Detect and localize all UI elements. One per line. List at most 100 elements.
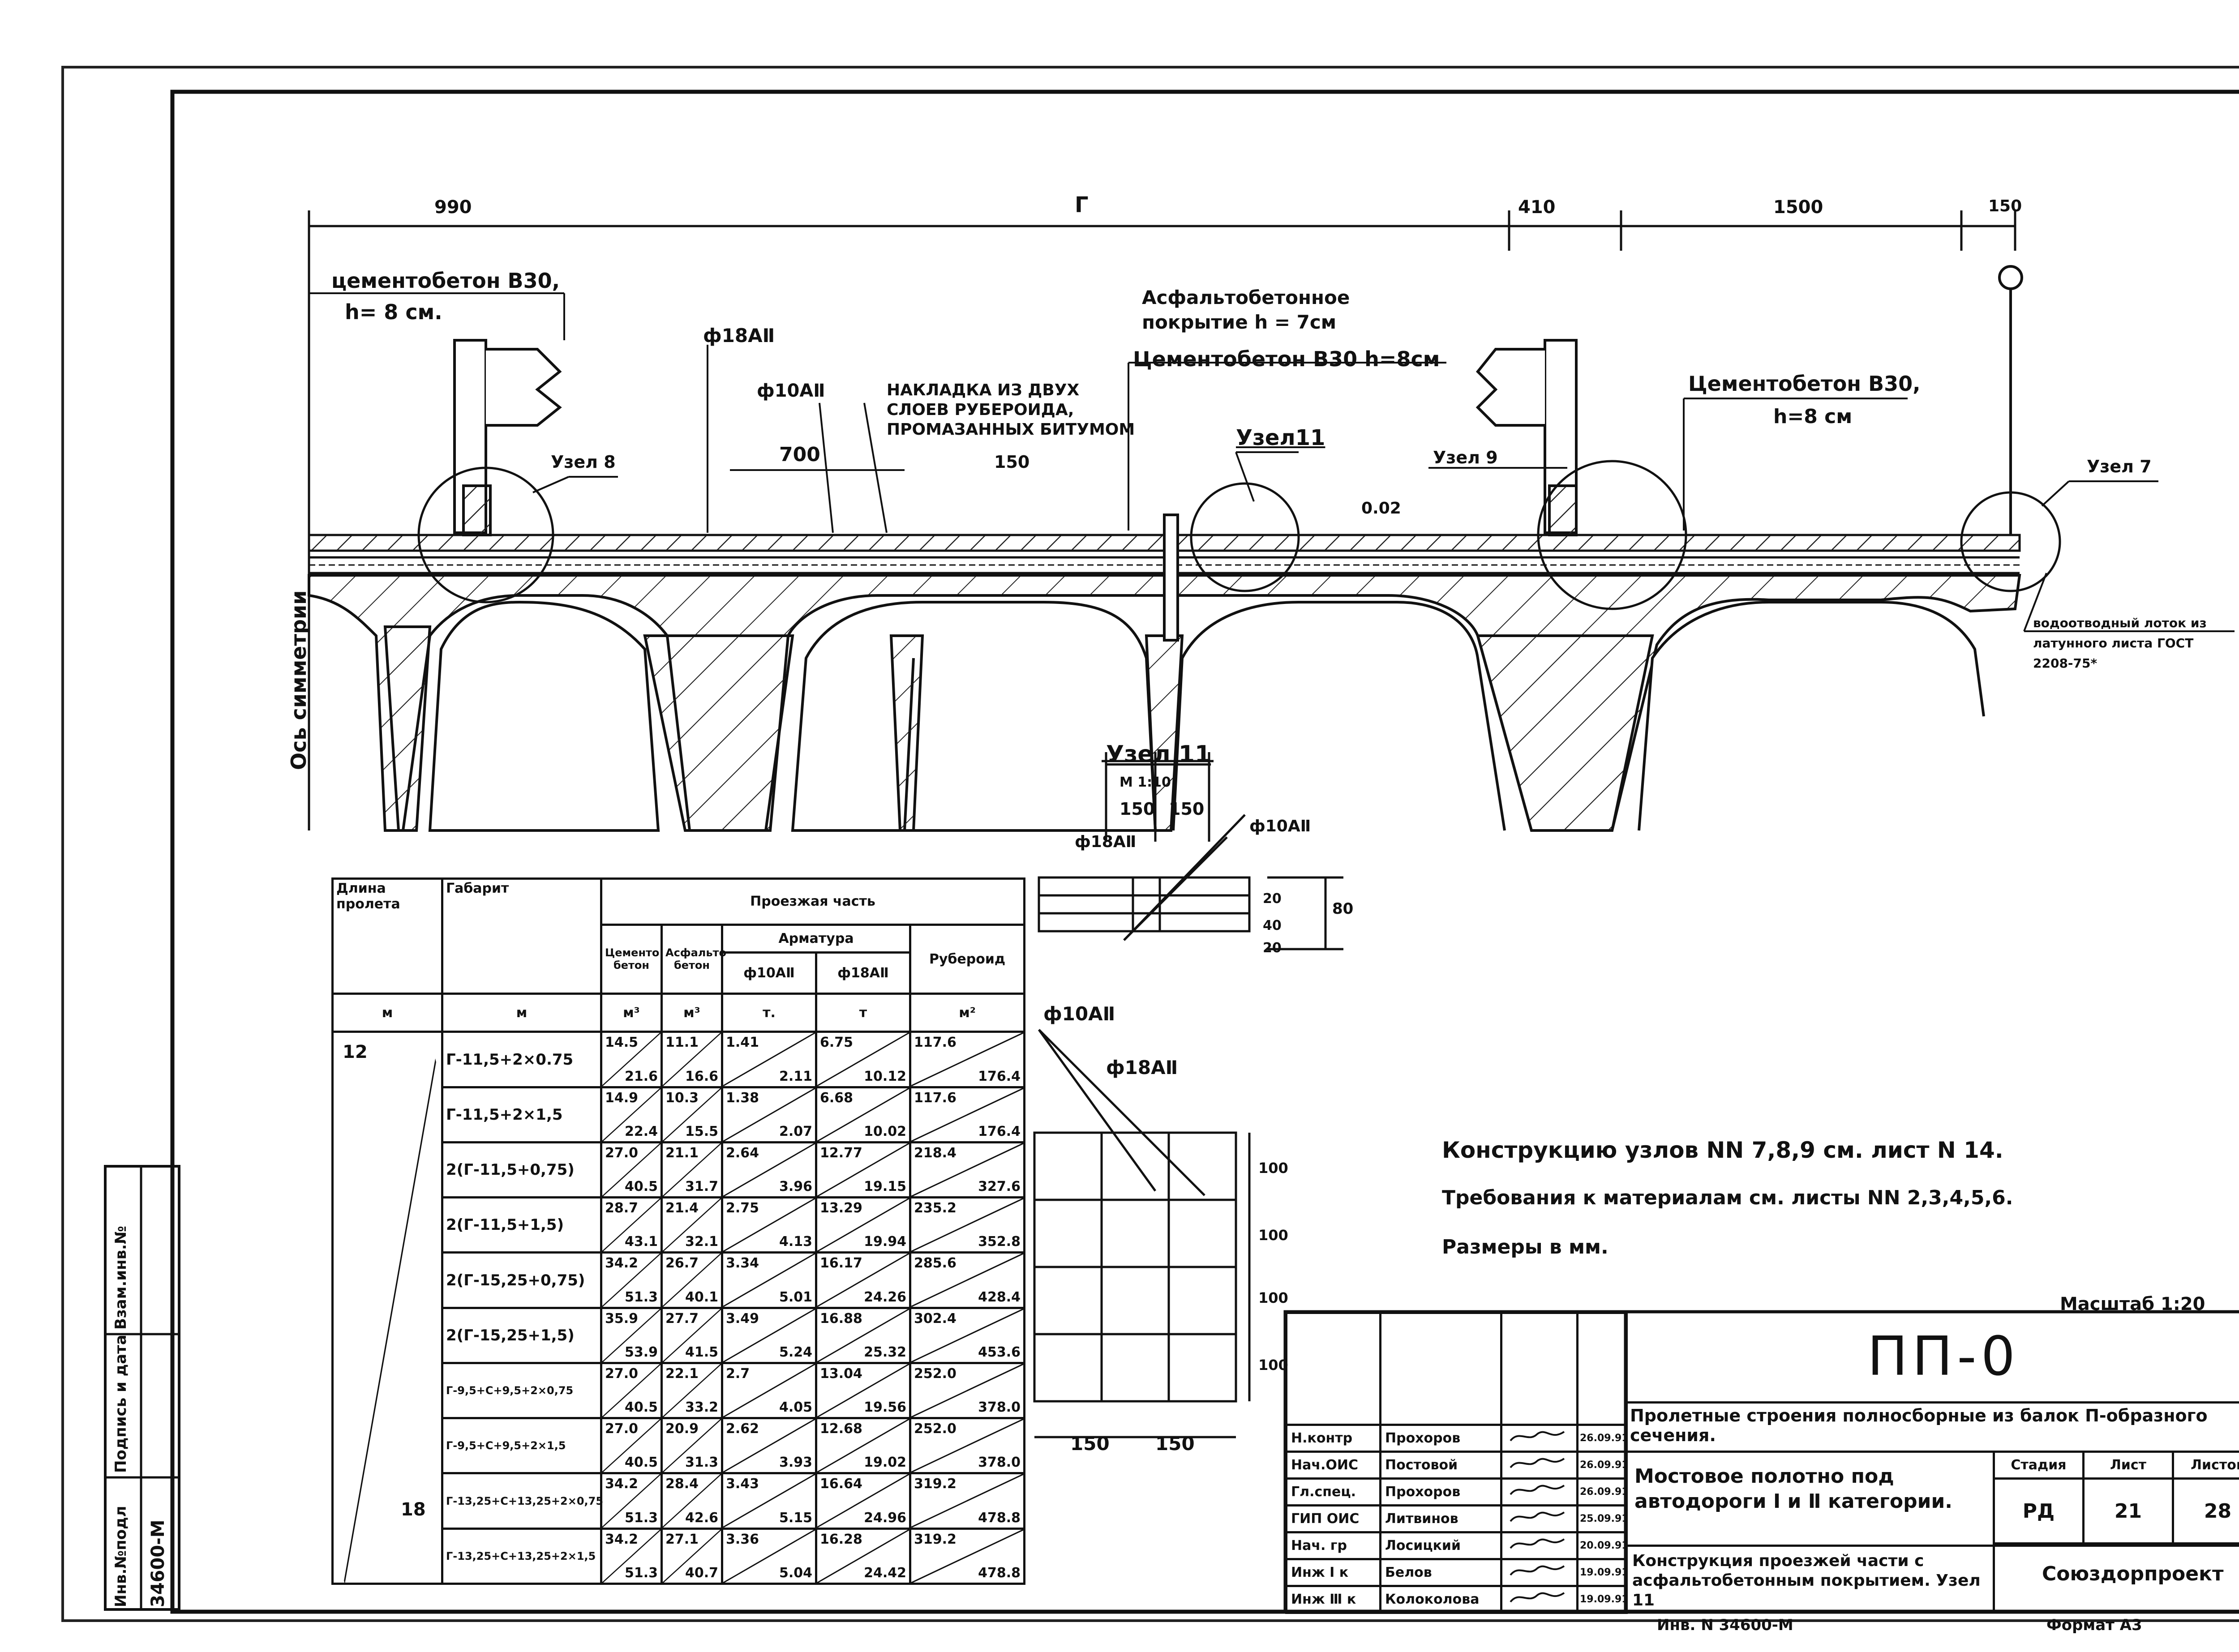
titleblock-blank-cell (1576, 1312, 1628, 1426)
mesh-v100a: 100 (1258, 1160, 1288, 1177)
value-length-12: 3.43 (726, 1476, 759, 1492)
name-cell: Прохоров (1379, 1424, 1502, 1453)
value-length-12: 2.75 (726, 1200, 759, 1216)
value-length-18: 3.93 (779, 1455, 812, 1471)
cementobeton-right-height: h=8 см (1773, 405, 1853, 428)
value-length-18: 5.04 (779, 1565, 812, 1581)
date-cell: 26.09.91 (1576, 1451, 1628, 1480)
asphalt-label-2: покрытие h = 7см (1142, 311, 1337, 333)
role-cell: Инж Ⅰ к (1285, 1558, 1381, 1587)
cementobeton-left-height: h= 8 см. (345, 300, 442, 324)
value-length-18: 51.3 (624, 1565, 658, 1581)
value-length-18: 5.15 (779, 1510, 812, 1526)
th-gabarit: Габарит (441, 877, 602, 995)
value-length-18: 53.9 (624, 1344, 658, 1360)
axis-of-symmetry-label: Ось симметрии (287, 590, 311, 770)
format-label: Формат A3 (2046, 1616, 2142, 1634)
date-cell: 25.09.91 (1576, 1504, 1628, 1533)
value-length-18: 378.0 (978, 1399, 1021, 1416)
value-length-12: 319.2 (914, 1531, 957, 1547)
detail-d10: ф10AⅡ (1249, 817, 1311, 835)
value-length-12: 16.17 (820, 1255, 862, 1271)
mesh-d10: ф10AⅡ (1043, 1003, 1115, 1025)
signature-cell (1500, 1424, 1578, 1453)
mesh-h150a: 150 (1070, 1433, 1110, 1455)
date-cell: 20.09.91 (1576, 1531, 1628, 1560)
value-length-18: 3.96 (779, 1179, 812, 1195)
signature-mark (1510, 1565, 1565, 1576)
unit-f18: т (815, 992, 911, 1033)
dim-150-small: 150 (994, 452, 1030, 472)
value-length-18: 327.6 (978, 1179, 1021, 1195)
signature-mark (1510, 1592, 1565, 1603)
value-pair-cell: 34.2 51.3 (600, 1527, 663, 1585)
detail-h40: 40 (1263, 918, 1282, 933)
value-length-12: 3.36 (726, 1531, 759, 1547)
th-ruberoid: Рубероид (909, 923, 1026, 995)
value-length-18: 4.05 (779, 1399, 812, 1416)
gabarit-cell: Г-11,5+2×1,5 (441, 1086, 602, 1143)
mesh-v100b: 100 (1258, 1227, 1288, 1244)
value-length-12: 2.7 (726, 1365, 750, 1382)
organization-name: Союздорпроект (2042, 1562, 2224, 1585)
value-length-12: 28.4 (665, 1476, 699, 1492)
detail-dim-b: 150 (1169, 799, 1205, 819)
value-length-12: 34.2 (605, 1531, 639, 1547)
value-length-18: 42.6 (685, 1510, 718, 1526)
value-length-18: 41.5 (685, 1344, 718, 1360)
signature-mark (1510, 1485, 1565, 1495)
unit-cem: м³ (600, 992, 663, 1033)
value-length-12: 28.7 (605, 1200, 639, 1216)
role-cell: Нач.ОИС (1285, 1451, 1381, 1480)
value-length-12: 13.04 (820, 1365, 862, 1382)
date-cell: 26.09.91 (1576, 1424, 1628, 1453)
value-pair-cell: 3.36 5.04 (721, 1527, 817, 1585)
name-cell: Постовой (1379, 1451, 1502, 1480)
document-code: ПП-0 (1867, 1325, 2020, 1388)
sheets-value: 28 (2172, 1477, 2239, 1545)
titleblock-code-cell: ПП-0 (1626, 1312, 2239, 1404)
uzel-9-label: Узел 9 (1433, 448, 1498, 467)
dim-g: Г (1075, 193, 1089, 218)
role-cell: Гл.спец. (1285, 1477, 1381, 1506)
value-length-18: 40.7 (685, 1565, 718, 1581)
role-cell: Н.контр (1285, 1424, 1381, 1453)
titleblock-blank-cell (1379, 1312, 1502, 1426)
detail-d18: ф18AⅡ (1075, 833, 1137, 851)
value-length-18: 15.5 (685, 1123, 718, 1139)
value-length-18: 24.42 (864, 1565, 906, 1581)
value-length-18: 40.5 (624, 1399, 658, 1416)
role-cell: Нач. гр (1285, 1531, 1381, 1560)
stamp-inv-label: Инв.№подл (112, 1506, 130, 1608)
value-length-12: 14.5 (605, 1035, 639, 1051)
value-length-12: 20.9 (665, 1421, 699, 1437)
value-length-12: 27.0 (605, 1145, 639, 1161)
value-length-12: 6.75 (820, 1035, 854, 1051)
vodootvod-label-2: латунного листа ГОСТ (2033, 636, 2194, 651)
value-length-18: 22.4 (624, 1123, 658, 1139)
left-stamp: Инв.№подл Подпись и дата Взам.инв.№ 3460… (103, 1164, 181, 1612)
value-length-18: 10.02 (864, 1123, 906, 1139)
value-length-18: 33.2 (685, 1399, 718, 1416)
name-cell: Прохоров (1379, 1477, 1502, 1506)
leader-lines (309, 292, 2235, 632)
